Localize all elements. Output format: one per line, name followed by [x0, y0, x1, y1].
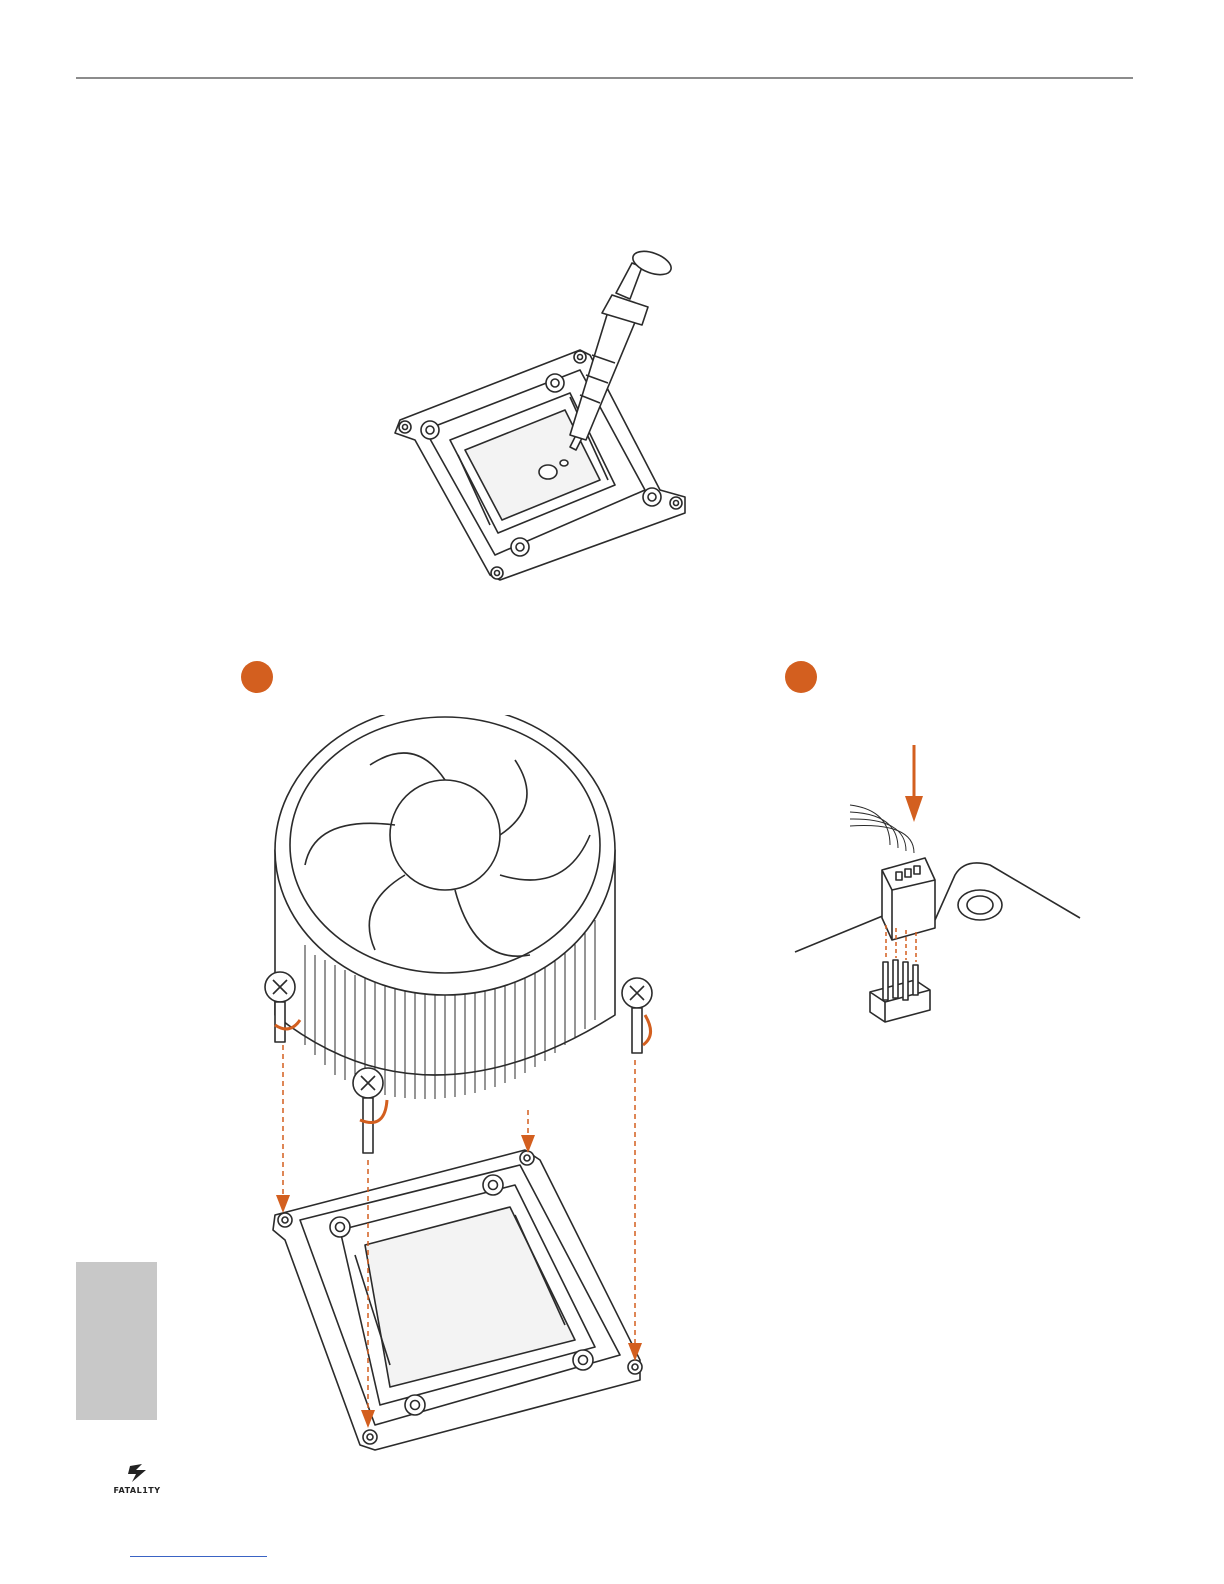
step-1-badge — [241, 661, 273, 693]
side-tab — [76, 1262, 157, 1420]
fatal1ty-logo: FATAL1TY — [108, 1462, 166, 1502]
step-2-badge — [785, 661, 817, 693]
thermal-paste-illustration — [380, 235, 710, 595]
footer-link-underline[interactable] — [130, 1556, 267, 1557]
fatal1ty-emblem-icon — [108, 1462, 166, 1486]
fan-cable-illustration — [790, 740, 1090, 1040]
header-rule — [76, 77, 1133, 79]
cooler-install-illustration — [245, 715, 665, 1465]
logo-text: FATAL1TY — [108, 1486, 166, 1495]
